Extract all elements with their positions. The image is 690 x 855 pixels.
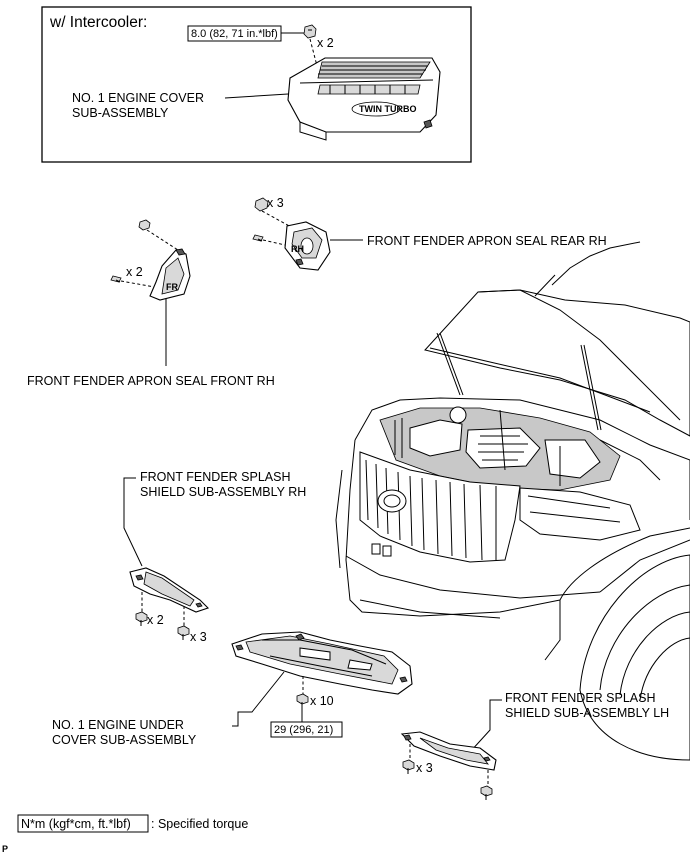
screw-icon [252,234,264,242]
legend-box [17,814,149,833]
clip-icon [135,611,148,626]
splash-shield-lh-group: FRONT FENDER SPLASH SHIELD SUB-ASSEMBLY … [400,691,669,800]
vehicle-illustration [335,241,690,761]
apron-seal-front-group: x 2 FR FRONT FENDER APRON SEAL FRONT RH [27,219,275,388]
apron-front-qty: x 2 [126,265,143,279]
splash-lh-label-line2: SHIELD SUB-ASSEMBLY LH [505,706,669,720]
under-cover-torque-value: 29 (296, 21) [274,724,333,736]
clip-icon [138,219,151,231]
torque-legend: N*m (kgf*cm, ft.*lbf) : Specified torque [17,814,248,833]
splash-shield-rh-icon [129,567,210,613]
nut-icon [303,24,317,39]
legend-text: : Specified torque [151,817,248,831]
clip-icon [402,759,415,774]
under-cover-label-line2: COVER SUB-ASSEMBLY [52,733,197,747]
apron-rear-qty: x 3 [267,196,284,210]
screw-icon [110,275,122,283]
clip-icon [254,197,269,212]
apron-seal-rear-icon: RH [284,221,331,271]
engine-cover-icon: TWIN TURBO [287,57,441,141]
splash-rh-qty-a: x 2 [147,613,164,627]
inset-qty: x 2 [317,36,334,50]
intercooler-inset: w/ Intercooler: 8.0 (82, 71 in.*lbf) x 2… [41,6,472,163]
clip-icon [480,785,493,800]
splash-shield-lh-icon [400,731,497,771]
inset-title: w/ Intercooler: [49,14,147,31]
under-cover-qty: x 10 [310,694,334,708]
splash-lh-qty: x 3 [416,761,433,775]
inset-torque-value: 8.0 (82, 71 in.*lbf) [191,28,278,40]
engine-under-cover-group: x 10 29 (296, 21) NO. 1 ENGINE UNDER COV… [52,631,413,747]
splash-shield-rh-group: FRONT FENDER SPLASH SHIELD SUB-ASSEMBLY … [123,470,306,644]
bolt-icon [296,693,309,710]
under-cover-torque-box [270,721,343,738]
apron-seal-rear-group: x 3 RH FRONT FENDER APRON SEAL REAR RH [252,196,607,271]
apron-rear-label: FRONT FENDER APRON SEAL REAR RH [367,234,607,248]
inset-part-name-line1: NO. 1 ENGINE COVER [72,91,204,105]
apron-front-mark: FR [166,282,178,292]
under-cover-label-line1: NO. 1 ENGINE UNDER [52,718,184,732]
splash-rh-label-line1: FRONT FENDER SPLASH [140,470,291,484]
engine-under-cover-icon [231,631,413,695]
apron-seal-front-icon: FR [149,248,191,301]
clip-icon [177,625,190,640]
splash-lh-label-line1: FRONT FENDER SPLASH [505,691,656,705]
cover-emblem: TWIN TURBO [359,104,417,114]
apron-rear-mark: RH [291,244,304,254]
inset-part-name-line2: SUB-ASSEMBLY [72,106,169,120]
legend-box-text: N*m (kgf*cm, ft.*lbf) [21,817,131,831]
splash-rh-label-line2: SHIELD SUB-ASSEMBLY RH [140,485,306,499]
apron-front-label: FRONT FENDER APRON SEAL FRONT RH [27,374,275,388]
corner-code: P [2,844,8,854]
splash-rh-qty-b: x 3 [190,630,207,644]
